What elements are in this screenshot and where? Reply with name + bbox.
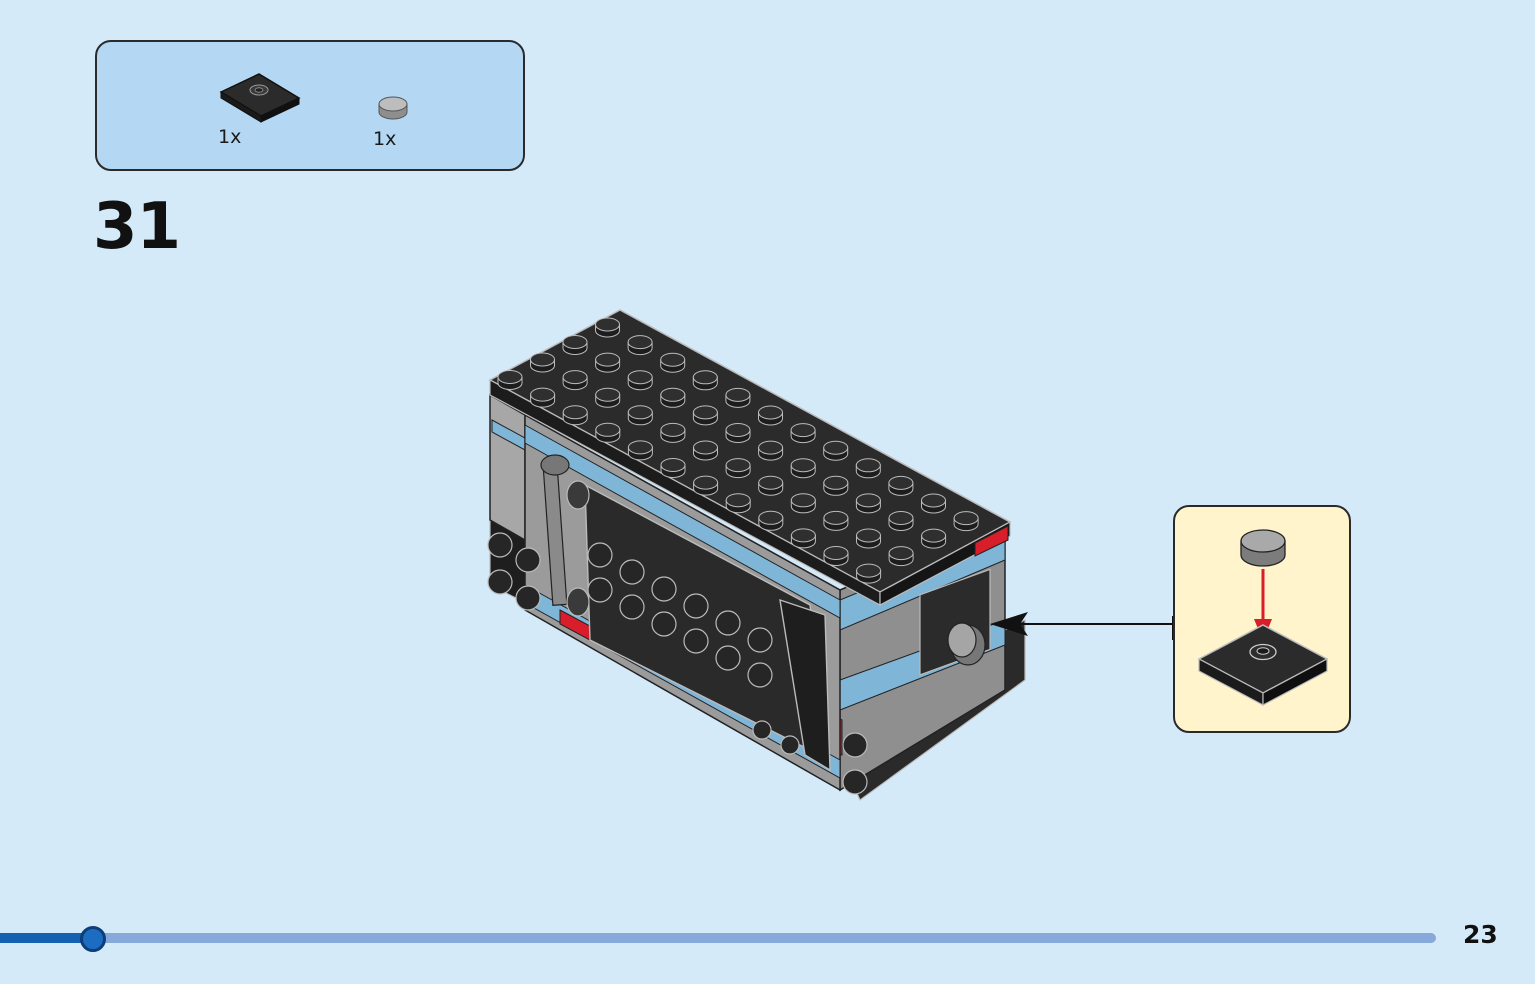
- stud-top: [921, 493, 946, 508]
- progress-fill: [0, 933, 93, 943]
- part-quantity: 1x: [218, 126, 242, 148]
- stud-top: [660, 352, 686, 367]
- stud-top: [758, 440, 784, 455]
- parts-list-box: 1x 1x: [95, 40, 525, 171]
- stud-top: [562, 335, 588, 349]
- page-number: 23: [1463, 920, 1498, 949]
- stud-top: [530, 387, 556, 402]
- stud-top: [856, 528, 881, 543]
- stud-top: [823, 546, 849, 560]
- stud-top: [595, 317, 620, 332]
- stud-top: [823, 475, 849, 490]
- stud-top: [595, 387, 621, 402]
- stud-top: [562, 405, 588, 420]
- stud-top: [725, 423, 751, 437]
- callout-box: [1173, 505, 1351, 733]
- stud-top: [790, 493, 816, 508]
- lego-bus-assembly-icon: [487, 309, 1026, 801]
- stud-top: [758, 475, 784, 490]
- stud-top: [595, 352, 621, 367]
- stud-top: [562, 370, 588, 385]
- black-plate-2x2-with-stud-icon: [219, 73, 301, 123]
- stud-top: [627, 440, 653, 455]
- stud-top: [790, 528, 816, 543]
- stud-top: [497, 370, 523, 384]
- stud-top: [790, 423, 816, 438]
- progress-track: [0, 933, 1436, 943]
- pointer-arrow-icon: [990, 612, 1174, 640]
- stud-top: [627, 405, 653, 420]
- stud-top: [627, 370, 653, 385]
- stud-top: [692, 405, 718, 420]
- stud-top: [888, 546, 914, 561]
- stud-top: [758, 510, 784, 525]
- stud-top: [693, 475, 719, 490]
- stud-top: [758, 405, 783, 420]
- grey-round-tile-1x1-icon: [378, 96, 408, 120]
- stud-top: [855, 458, 881, 473]
- stud-top: [855, 493, 881, 508]
- stud-top: [725, 493, 751, 508]
- stud-top: [823, 440, 849, 455]
- stud-top: [627, 335, 653, 350]
- stud-top: [823, 510, 849, 525]
- parts-list-item: 1x: [215, 70, 305, 148]
- step-number: 31: [93, 190, 181, 264]
- parts-list-item: 1x: [373, 94, 413, 150]
- stud-top: [888, 511, 914, 525]
- progress-knob: [80, 926, 106, 952]
- stud-top: [856, 563, 882, 578]
- stud-top: [660, 387, 686, 402]
- stud-top: [660, 422, 686, 437]
- stud-top: [725, 387, 751, 402]
- stud-top: [790, 458, 816, 473]
- stud-top: [660, 458, 686, 472]
- stud-top: [725, 458, 751, 473]
- tile-onto-plate-subassembly-icon: [1197, 529, 1329, 706]
- stud-top: [595, 422, 621, 437]
- stud-top: [530, 352, 555, 367]
- stud-top: [921, 528, 947, 543]
- stud-top: [888, 475, 914, 490]
- stud-top: [693, 440, 718, 455]
- stud-top: [692, 370, 718, 385]
- part-quantity: 1x: [373, 128, 397, 150]
- stud-top: [953, 511, 979, 526]
